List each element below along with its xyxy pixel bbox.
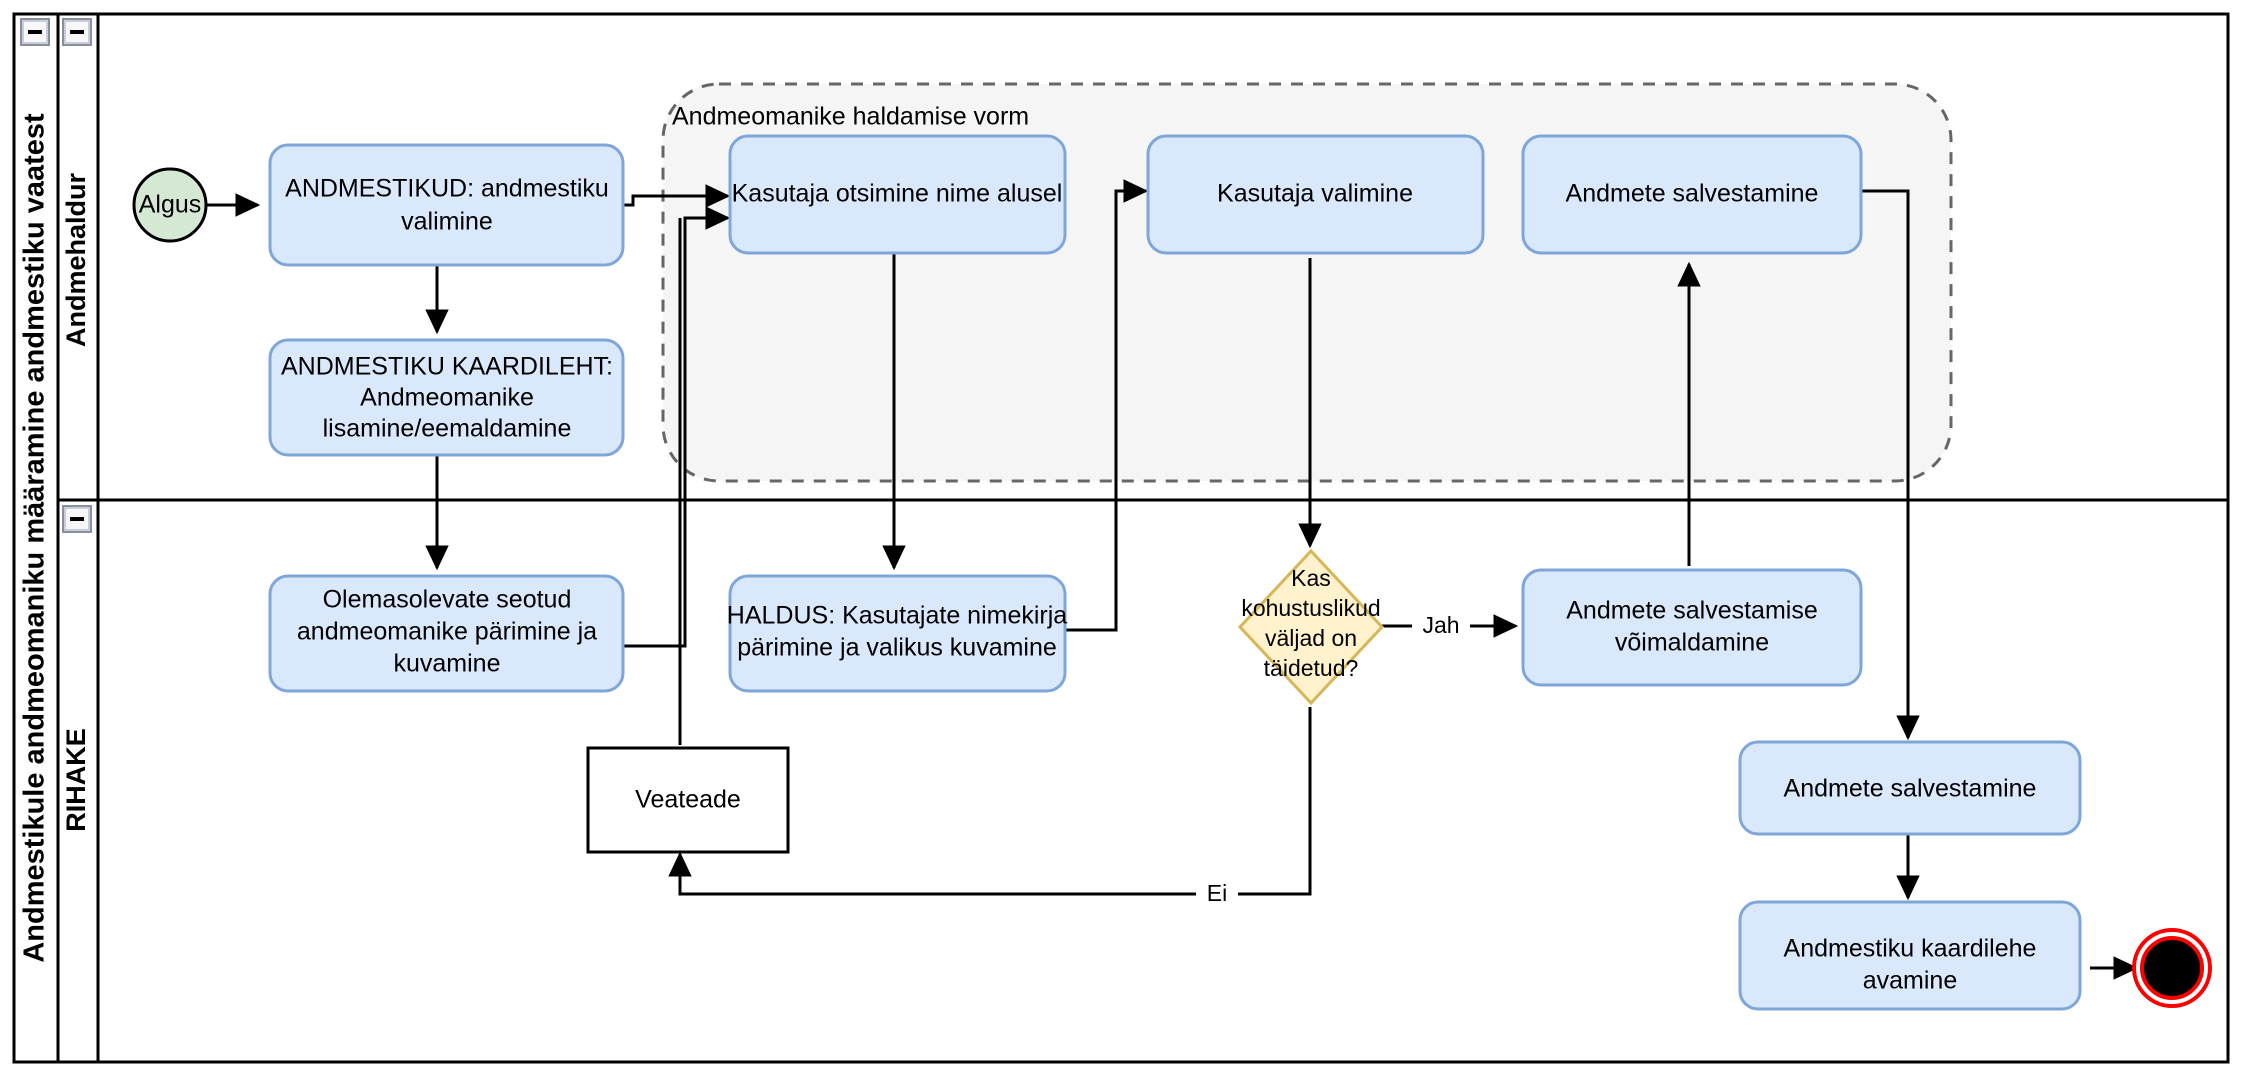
node-task-kasutaja-otsimine[interactable]: Kasutaja otsimine nime alusel bbox=[728, 134, 1067, 255]
edges bbox=[205, 179, 2139, 980]
task-andmete-salvestamine-bottom-label: Andmete salvestamine bbox=[1784, 775, 2037, 803]
task-haldus-line-2: pärimine ja valikus kuvamine bbox=[737, 634, 1057, 662]
node-task-kaardilehe-avamine[interactable]: Andmestiku kaardilehe avamine bbox=[1738, 900, 2082, 1011]
task-kaardileht-line-1: ANDMESTIKU KAARDILEHT: bbox=[281, 353, 613, 381]
gateway-line-4: täidetud? bbox=[1264, 655, 1359, 681]
task-olemasolevate-line-1: Olemasolevate seotud bbox=[323, 586, 572, 614]
edge-label-ei: Ei bbox=[1207, 880, 1227, 906]
edge-andmestikud-to-kasutaja-otsimine bbox=[623, 184, 731, 208]
lane-label-rihake: RIHAKE bbox=[61, 728, 91, 832]
node-task-andmete-salvestamine-top[interactable]: Andmete salvestamine bbox=[1521, 134, 1863, 255]
pool-title: Andmestikule andmeomaniku määramine andm… bbox=[19, 113, 51, 963]
task-andmete-salvestamine-top-label: Andmete salvestamine bbox=[1566, 180, 1819, 208]
task-andmestikud-line-1: ANDMESTIKUD: andmestiku bbox=[285, 175, 609, 203]
task-kaardileht-line-3: lisamine/eemaldamine bbox=[323, 415, 572, 443]
node-task-andmete-salvestamine-bottom[interactable]: Andmete salvestamine bbox=[1738, 740, 2082, 836]
minus-icon bbox=[70, 517, 84, 521]
edge-label-jah-group: Jah bbox=[1412, 611, 1470, 641]
edge-haldus-to-kasutaja-valimine bbox=[1063, 179, 1149, 632]
minus-icon bbox=[70, 30, 84, 34]
node-task-haldus[interactable]: HALDUS: Kasutajate nimekirja pärimine ja… bbox=[727, 574, 1068, 693]
task-avamine-line-1: Andmestiku kaardilehe bbox=[1784, 935, 2037, 963]
node-task-andmestikud[interactable]: ANDMESTIKUD: andmestiku valimine bbox=[268, 143, 625, 267]
task-voimaldamine-line-2: võimaldamine bbox=[1615, 629, 1769, 657]
node-task-kasutaja-valimine[interactable]: Kasutaja valimine bbox=[1146, 134, 1485, 255]
node-start-event[interactable]: Algus bbox=[132, 167, 208, 243]
node-task-kaardileht[interactable]: ANDMESTIKU KAARDILEHT: Andmeomanike lisa… bbox=[268, 338, 625, 457]
gateway-line-1: Kas bbox=[1291, 565, 1331, 591]
task-veateade-label: Veateade bbox=[635, 786, 741, 814]
gateway-line-2: kohustuslikud bbox=[1241, 595, 1380, 621]
task-kaardileht-line-2: Andmeomanike bbox=[360, 384, 534, 412]
edge-label-jah: Jah bbox=[1422, 612, 1459, 638]
task-kasutaja-otsimine-label: Kasutaja otsimine nime alusel bbox=[732, 180, 1063, 208]
node-task-veateade[interactable]: Veateade bbox=[586, 746, 790, 854]
node-gateway-kohustuslikud[interactable]: Kas kohustuslikud väljad on täidetud? bbox=[1237, 548, 1385, 706]
edge-andmete-salvestamine-to-bottom bbox=[1861, 189, 1920, 741]
node-task-salvestamise-voimaldamine[interactable]: Andmete salvestamise võimaldamine bbox=[1521, 568, 1863, 687]
minus-icon bbox=[28, 30, 42, 34]
edge-olemasolevate-to-kasutaja-otsimine bbox=[623, 206, 731, 648]
start-event-label: Algus bbox=[139, 191, 202, 219]
lane-label-andmehaldur: Andmehaldur bbox=[61, 173, 91, 348]
task-haldus-line-1: HALDUS: Kasutajate nimekirja bbox=[727, 602, 1068, 630]
task-andmestikud-line-2: valimine bbox=[401, 208, 493, 236]
task-avamine-line-2: avamine bbox=[1863, 967, 1958, 995]
lane-collapse-button-rihake[interactable] bbox=[62, 505, 92, 533]
task-olemasolevate-line-3: kuvamine bbox=[394, 650, 501, 678]
node-end-event[interactable] bbox=[2132, 928, 2212, 1008]
task-voimaldamine-line-1: Andmete salvestamise bbox=[1566, 597, 1818, 625]
edge-label-ei-group: Ei bbox=[1196, 879, 1238, 909]
gateway-line-3: väljad on bbox=[1265, 625, 1357, 651]
node-task-olemasolevate[interactable]: Olemasolevate seotud andmeomanike pärimi… bbox=[268, 574, 625, 693]
task-kasutaja-valimine-label: Kasutaja valimine bbox=[1217, 180, 1413, 208]
task-olemasolevate-line-2: andmeomanike pärimine ja bbox=[297, 618, 597, 646]
lane-collapse-button-andmehaldur[interactable] bbox=[62, 18, 92, 46]
pool-collapse-button[interactable] bbox=[20, 18, 50, 46]
group-label: Andmeomanike haldamise vorm bbox=[672, 103, 1029, 131]
